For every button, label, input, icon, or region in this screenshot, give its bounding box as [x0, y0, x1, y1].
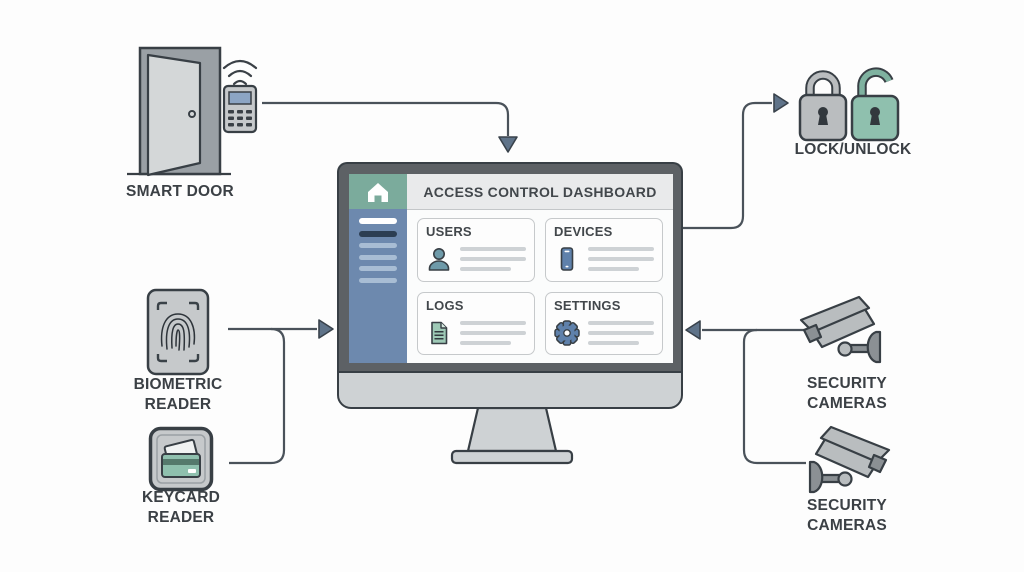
card-users[interactable]: USERS — [417, 218, 535, 282]
sidebar-menu-line — [359, 243, 397, 248]
placeholder-text-lines — [460, 320, 526, 345]
arrowhead-right-icon — [318, 319, 334, 339]
connector-dashboard-to-lock — [680, 101, 772, 230]
lock-unlock-icons — [798, 67, 900, 142]
dashboard-title: ACCESS CONTROL DASHBOARD — [407, 174, 673, 210]
card-title: SETTINGS — [554, 297, 621, 313]
connector-camera-bottom-to-junction — [742, 328, 806, 465]
monitor-chin — [337, 371, 683, 409]
sidebar-menu-line — [359, 218, 397, 224]
connector-door-to-dashboard — [262, 101, 510, 136]
dashboard-grid: USERS DEVICES — [407, 210, 673, 363]
card-logs[interactable]: LOGS — [417, 291, 535, 355]
security-camera-bottom-icon — [808, 425, 891, 494]
sidebar-menu-line — [359, 230, 397, 237]
card-title: DEVICES — [554, 224, 613, 239]
locked-padlock-icon — [798, 70, 848, 142]
sidebar-menu-line — [359, 254, 397, 260]
home-icon — [368, 182, 388, 202]
arrowhead-right-icon — [773, 93, 789, 113]
placeholder-text-lines — [460, 247, 526, 272]
card-settings[interactable]: SETTINGS — [545, 291, 663, 355]
keycard-reader-icon — [148, 426, 214, 492]
biometric-reader-label: BIOMETRIC READER — [133, 376, 223, 413]
keycard-reader-label: KEYCARD READER — [141, 489, 221, 526]
dashboard-screen: ACCESS CONTROL DASHBOARD USERS — [349, 174, 673, 363]
smart-door-icon — [127, 46, 231, 177]
sidebar-menu — [349, 209, 407, 363]
fingerprint-icon — [160, 313, 196, 351]
arrowhead-left-icon — [685, 320, 701, 340]
unlocked-padlock-icon — [850, 67, 900, 142]
security-cameras-bottom-label: SECURITY CAMERAS — [807, 497, 887, 534]
smart-door-label: SMART DOOR — [126, 183, 234, 200]
placeholder-text-lines — [588, 320, 654, 345]
lock-unlock-label: LOCK/UNLOCK — [794, 141, 912, 158]
arrowhead-down-icon — [498, 136, 518, 153]
card-title: USERS — [426, 224, 472, 239]
monitor-stand — [450, 407, 574, 465]
connector-keycard-to-junction — [229, 327, 286, 465]
placeholder-text-lines — [588, 247, 654, 272]
card-devices[interactable]: DEVICES — [545, 218, 663, 282]
user-icon — [428, 248, 450, 272]
smartphone-icon — [560, 247, 574, 272]
sidebar-menu-line — [359, 266, 397, 271]
home-button[interactable] — [349, 174, 407, 209]
security-cameras-top-label: SECURITY CAMERAS — [807, 375, 887, 412]
card-title: LOGS — [426, 297, 464, 313]
sidebar-menu-line — [359, 277, 397, 283]
security-camera-top-icon — [799, 295, 882, 364]
gear-icon — [554, 320, 580, 346]
document-icon — [431, 321, 448, 345]
keypad-icon — [222, 59, 258, 134]
biometric-reader-icon — [146, 288, 210, 376]
